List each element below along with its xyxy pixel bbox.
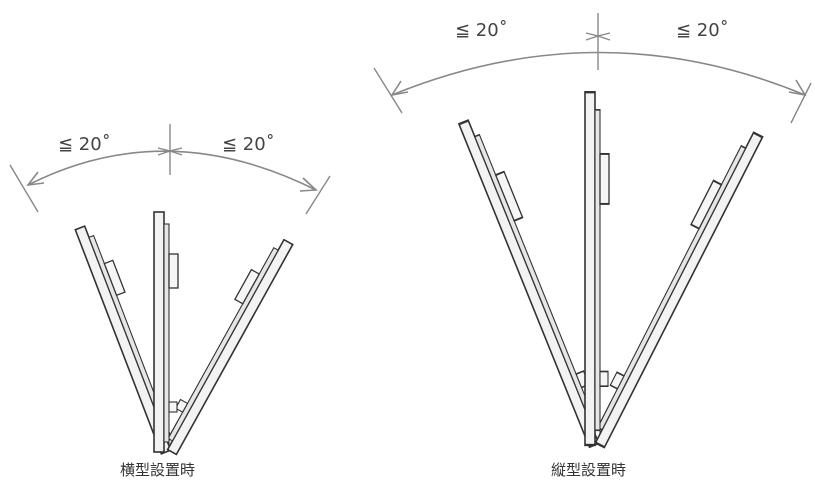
portrait-caption: 縦型設置時 <box>551 461 627 479</box>
landscape-angle-arc <box>9 124 331 215</box>
landscape-panel-center <box>153 211 179 453</box>
portrait-panel-center <box>583 91 611 447</box>
portrait-angle-arc <box>373 13 812 124</box>
portrait-angle-left-label: ≦ 20˚ <box>455 20 508 41</box>
portrait-angle-right-label: ≦ 20˚ <box>676 20 729 41</box>
landscape-caption: 横型設置時 <box>120 461 196 479</box>
landscape-angle-left-label: ≦ 20˚ <box>58 134 111 155</box>
landscape-angle-right-label: ≦ 20˚ <box>222 134 275 155</box>
portrait-panel-right <box>581 125 764 449</box>
